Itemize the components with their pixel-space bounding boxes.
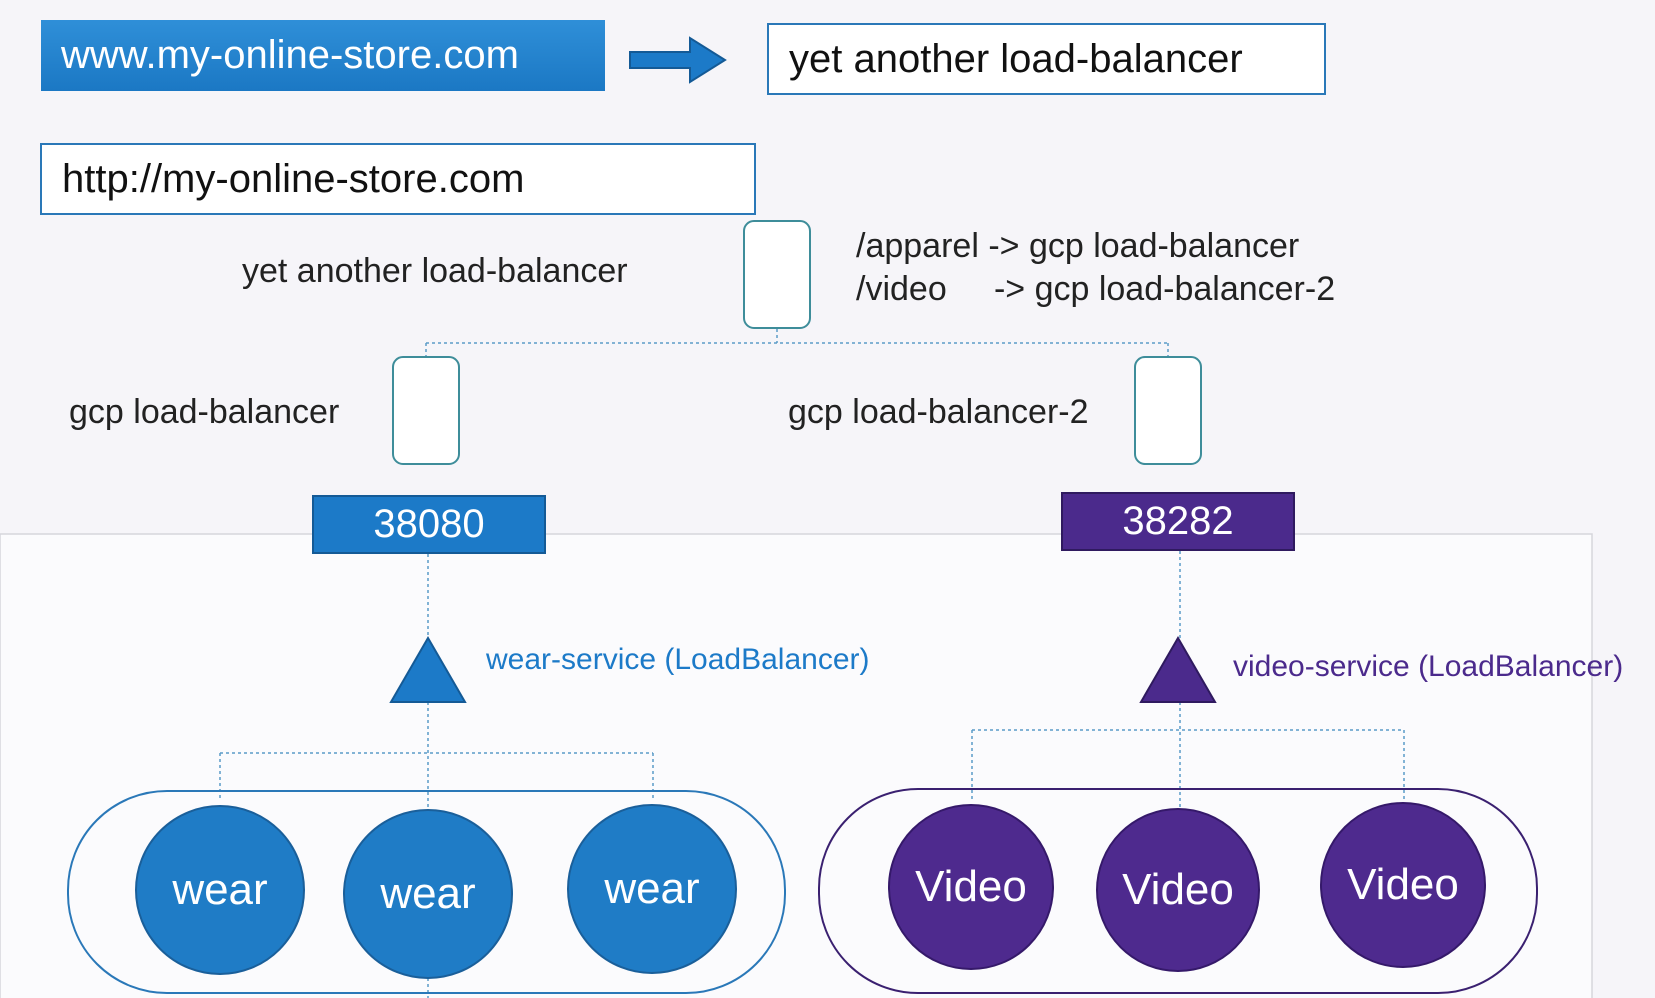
video-pod: Video [1320, 802, 1486, 968]
lb-label: yet another load-balancer [242, 252, 628, 290]
port-wear: 38080 [312, 495, 546, 554]
wear-pod-group [67, 790, 786, 994]
wear-pod: wear [343, 809, 513, 979]
domain-box: www.my-online-store.com [41, 20, 605, 91]
gcp-lb-2-label: gcp load-balancer-2 [788, 393, 1089, 431]
wear-pod: wear [135, 805, 305, 975]
right-arrow-icon [629, 36, 727, 84]
port-video: 38282 [1061, 492, 1295, 551]
route-video: /video -> gcp load-balancer-2 [856, 270, 1336, 308]
top-lb-node [743, 220, 811, 329]
gcp-lb-1-label: gcp load-balancer [69, 393, 340, 431]
top-load-balancer-box: yet another load-balancer [767, 23, 1326, 95]
video-service-triangle-icon [1139, 636, 1217, 703]
gcp-lb-1-node [392, 356, 460, 465]
video-pod: Video [1096, 808, 1260, 972]
wear-service-label: wear-service (LoadBalancer) [486, 643, 870, 676]
gcp-lb-2-node [1134, 356, 1202, 465]
video-pod: Video [888, 804, 1054, 970]
video-pod-group [818, 788, 1538, 994]
wear-service-triangle-icon [389, 636, 467, 703]
wear-pod: wear [567, 804, 737, 974]
route-apparel: /apparel -> gcp load-balancer [856, 227, 1300, 265]
video-service-label: video-service (LoadBalancer) [1233, 650, 1624, 683]
url-box: http://my-online-store.com [40, 143, 756, 215]
